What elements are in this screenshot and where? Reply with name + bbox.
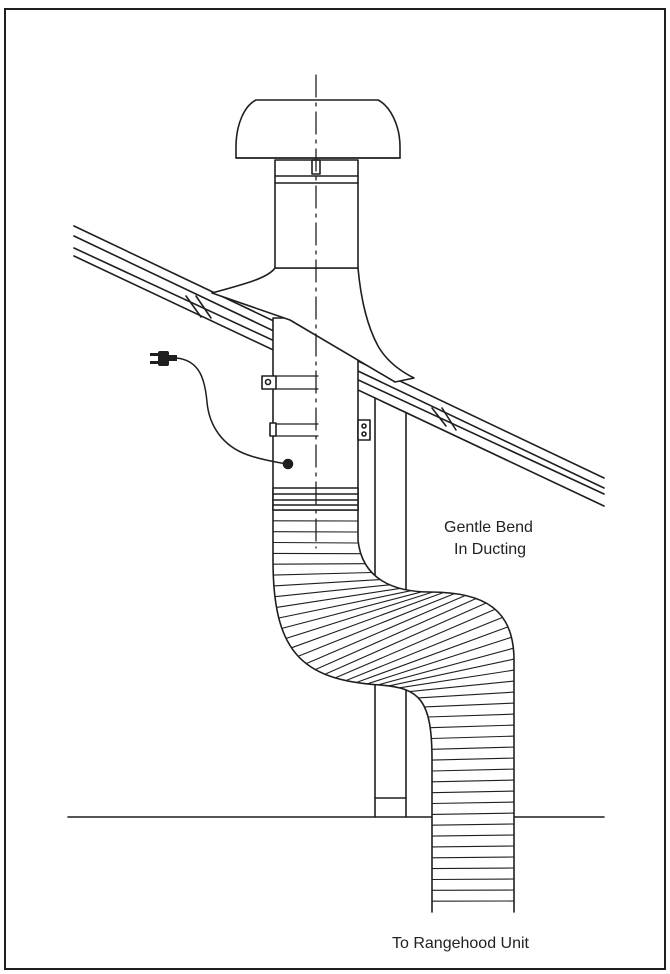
duct-rib (272, 541, 359, 544)
gentle-bend-label-line2: In Ducting (454, 541, 527, 558)
duct-rib (388, 658, 515, 687)
duct-rib (377, 647, 514, 686)
duct-rib (431, 779, 515, 783)
duct-rib (431, 845, 515, 848)
duct-rib (417, 691, 515, 699)
duct-rib (427, 713, 515, 718)
duct-rib (274, 584, 391, 598)
duct-rib (431, 790, 515, 794)
duct-rib (297, 592, 456, 657)
duct-rib (429, 724, 515, 729)
duct-rib (431, 801, 515, 805)
duct-rib (281, 591, 423, 629)
duct-rib (431, 812, 515, 815)
vent-cap (235, 99, 401, 175)
duct-rib (345, 616, 504, 682)
duct-rib (431, 746, 515, 750)
duct-rib (290, 591, 445, 649)
duct-rib (324, 602, 487, 675)
duct-rib (278, 590, 412, 619)
duct-rib (409, 680, 515, 693)
duct-rib (430, 735, 515, 740)
duct-rib (314, 597, 477, 671)
duct-rib (272, 571, 373, 576)
duct-rib (272, 563, 366, 565)
power-cord (175, 357, 294, 470)
rangehood-unit-label: To Rangehood Unit (392, 935, 529, 952)
roof-flashing (211, 267, 415, 383)
duct-rib (275, 587, 401, 608)
gentle-bend-label: Gentle Bend In Ducting (444, 517, 533, 561)
duct-rib (305, 594, 467, 665)
duct-straps (275, 375, 319, 437)
plug-icon (150, 351, 177, 366)
duct-rib (431, 757, 515, 761)
duct-rib (431, 867, 515, 870)
duct-rib (273, 579, 381, 587)
duct-rib (285, 591, 434, 639)
duct-rib (431, 878, 515, 881)
mounting-brackets (261, 375, 371, 441)
duct-rib (431, 768, 515, 772)
duct-rib (398, 669, 515, 689)
flexible-ducting (272, 509, 515, 913)
duct-rib (431, 823, 515, 826)
gentle-bend-label-line1: Gentle Bend (444, 519, 533, 536)
duct-rib (431, 856, 515, 859)
duct-rib (334, 608, 496, 679)
duct-rib (366, 636, 513, 685)
duct-rib (355, 626, 509, 684)
duct-rib (423, 702, 515, 708)
duct-rib (431, 834, 515, 837)
